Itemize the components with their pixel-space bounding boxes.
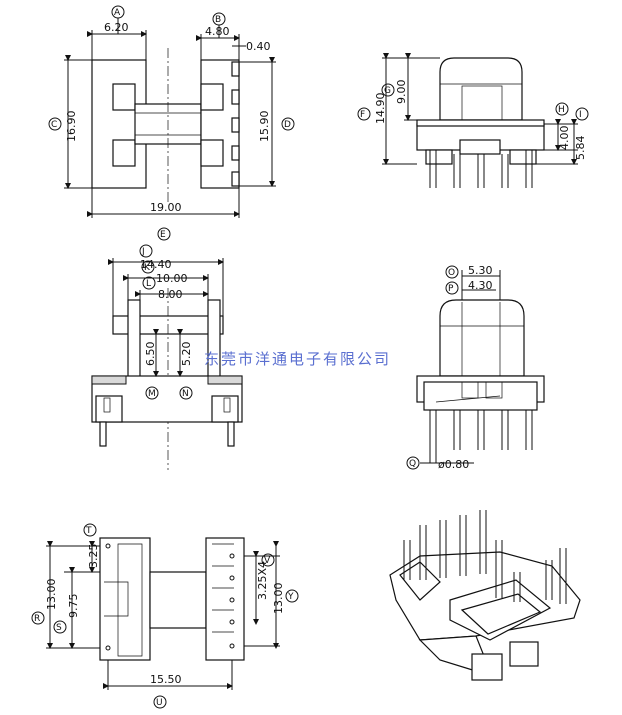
isometric-view (389, 510, 581, 681)
dim-15-50: 15.50 (150, 673, 182, 686)
label-r: R (34, 614, 40, 624)
dim-15-90: 15.90 (258, 111, 271, 143)
dim-5-84: 5.84 (574, 136, 587, 161)
bottom-left-view: 3.25 T 13.00 R 9.75 S 3.25X4 13.00 V Y 1… (31, 523, 299, 709)
top-right-view: 14.90 F 9.00 G 4.00 5.84 H I (357, 53, 589, 188)
label-l: L (146, 279, 151, 289)
dim-4-80: 4.80 (205, 25, 230, 38)
label-h: H (558, 105, 565, 115)
label-n: N (182, 389, 189, 399)
label-g: G (384, 86, 391, 96)
label-u: U (156, 698, 163, 708)
label-o: O (448, 268, 455, 278)
dim-4-00: 4.00 (558, 126, 571, 151)
label-y: Y (287, 592, 294, 602)
dim-0-40: 0.40 (246, 40, 271, 53)
label-c: C (51, 120, 57, 130)
dim-3-25-left: 3.25 (87, 544, 100, 569)
label-m: M (148, 389, 156, 399)
label-e: E (160, 230, 166, 240)
company-watermark: 东莞市洋通电子有限公司 (204, 350, 391, 368)
dim-5-20: 5.20 (180, 342, 193, 367)
dim-13-00-left: 13.00 (45, 579, 58, 611)
dim-6-50: 6.50 (144, 342, 157, 367)
top-left-view: 6.20 A 4.80 B 0.40 16.90 C 15.90 D 19.00 (48, 5, 295, 241)
dim-9-75: 9.75 (67, 594, 80, 619)
label-s: S (56, 623, 62, 633)
dim-8-00: 8.00 (158, 288, 183, 301)
dim-9-00: 9.00 (395, 80, 408, 105)
dim-19-00: 19.00 (150, 201, 182, 214)
label-k: K (144, 263, 151, 273)
middle-right-view: 5.30 O 4.30 P ø0.80 Q (406, 264, 545, 471)
label-p: P (448, 284, 454, 294)
label-a: A (114, 8, 121, 18)
dim-3-25x4: 3.25X4 (256, 561, 269, 600)
label-q: Q (409, 459, 416, 469)
label-j: J (141, 247, 145, 257)
label-t: T (85, 526, 92, 536)
label-d: D (284, 120, 291, 130)
middle-left-view: 14.40 J 10.00 K 8.00 L 6.50 5.20 M N (91, 244, 243, 470)
dim-pin-diameter: ø0.80 (438, 458, 469, 471)
label-i: I (579, 110, 582, 120)
dim-5-30: 5.30 (468, 264, 493, 277)
label-f: F (360, 110, 365, 120)
dim-10-00: 10.00 (156, 272, 188, 285)
dim-4-30: 4.30 (468, 279, 493, 292)
label-b: B (215, 15, 221, 25)
dim-16-90: 16.90 (65, 111, 78, 143)
dim-6-20: 6.20 (104, 21, 129, 34)
dim-13-00-right: 13.00 (272, 583, 285, 615)
dim-14-90: 14.90 (374, 93, 387, 125)
label-v: V (264, 556, 271, 566)
